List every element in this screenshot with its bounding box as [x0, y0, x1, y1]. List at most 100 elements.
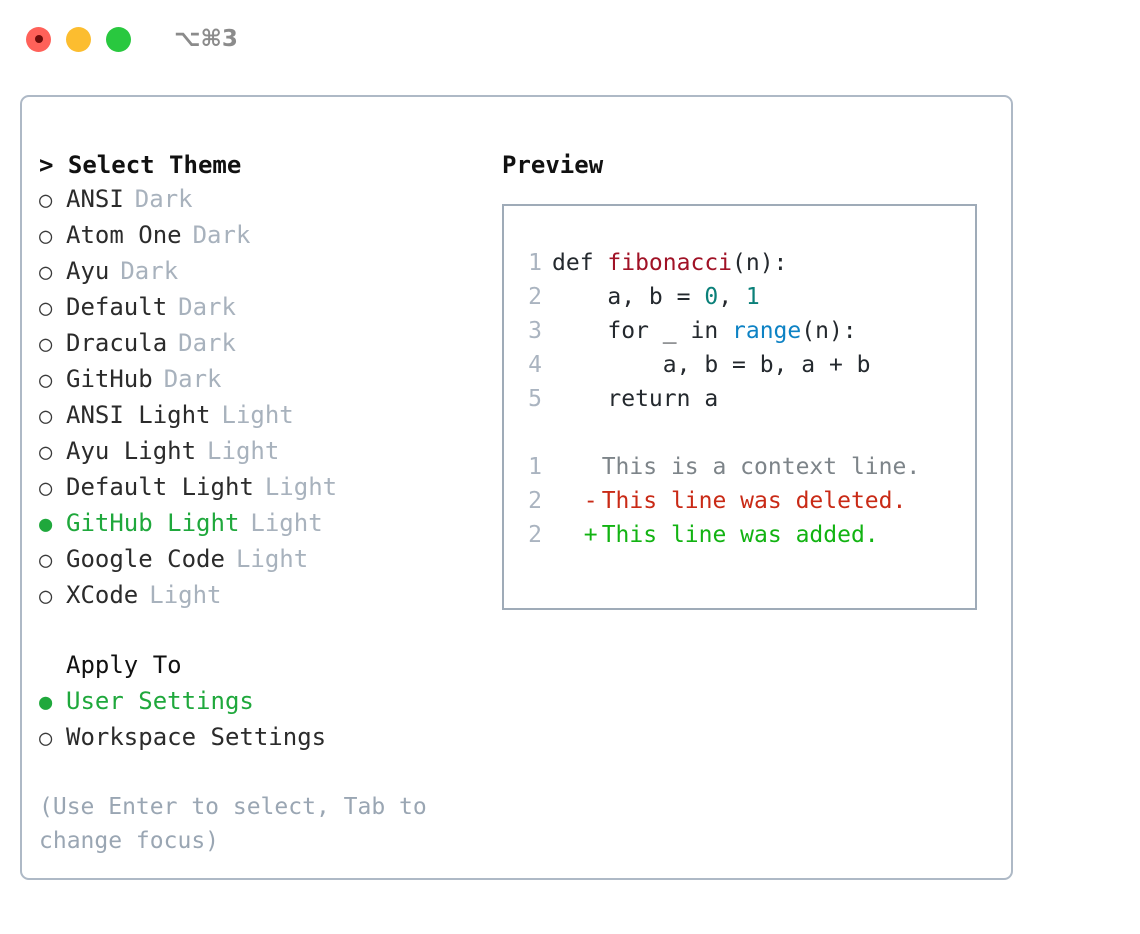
theme-option-default[interactable]: ○ Default Dark — [39, 290, 469, 326]
code-line-content: a, b = 0, 1 — [552, 280, 759, 314]
theme-option-variant-tag: Light — [264, 473, 338, 501]
theme-option-label: XCode — [66, 581, 139, 609]
code-token-plain: , — [718, 284, 746, 310]
code-line-number: 1 — [528, 250, 542, 276]
diff-sign — [580, 450, 602, 484]
theme-option-ansi-light[interactable]: ○ ANSI Light Light — [39, 398, 469, 434]
diff-line-context: 1 This is a context line. — [504, 450, 975, 484]
preview-title: Preview — [502, 151, 604, 179]
diff-line-deleted: 2 -This line was deleted. — [504, 484, 975, 518]
diff-gutter-pad — [552, 484, 580, 518]
theme-option-label: Atom One — [66, 221, 182, 249]
apply-to-option-user-settings[interactable]: ● User Settings — [39, 684, 469, 720]
theme-list-heading: > Select Theme — [39, 151, 242, 179]
diff-line-number: 2 — [528, 522, 542, 548]
radio-unselected-icon: ○ — [39, 332, 53, 357]
theme-option-variant-tag: Dark — [192, 221, 251, 249]
apply-to-list: ● User Settings ○ Workspace Settings — [39, 684, 469, 756]
code-line-number: 2 — [528, 284, 542, 310]
radio-unselected-icon: ○ — [39, 188, 53, 213]
code-line: 1 def fibonacci(n): — [504, 246, 975, 280]
theme-option-default-light[interactable]: ○ Default Light Light — [39, 470, 469, 506]
keyboard-shortcut-label: ⌥⌘3 — [174, 26, 238, 52]
code-token-plain: a, b = b, a + b — [552, 352, 871, 378]
theme-option-label: Default Light — [66, 473, 254, 501]
diff-sample: 1 This is a context line.2 -This line wa… — [504, 450, 975, 552]
radio-unselected-icon: ○ — [39, 440, 53, 465]
theme-option-xcode[interactable]: ○ XCode Light — [39, 578, 469, 614]
apply-to-option-label: Workspace Settings — [66, 723, 327, 751]
theme-option-variant-tag: Light — [207, 437, 280, 465]
theme-option-label: Default — [66, 293, 168, 321]
code-token-number: 0 — [704, 284, 719, 310]
diff-line-text: This line was added. — [601, 522, 879, 548]
radio-unselected-icon: ○ — [39, 476, 53, 501]
code-token-plain: def — [552, 250, 608, 276]
diff-sign: + — [583, 522, 598, 548]
theme-option-variant-tag: Dark — [178, 329, 236, 357]
diff-gutter-pad — [552, 450, 580, 484]
apply-to-option-workspace-settings[interactable]: ○ Workspace Settings — [39, 720, 469, 756]
code-line-content: for _ in range(n): — [552, 314, 857, 348]
minimize-button-icon[interactable] — [66, 26, 91, 52]
code-line-content: a, b = b, a + b — [552, 348, 871, 382]
code-token-plain: for _ in — [552, 318, 733, 344]
diff-line-text: This line was deleted. — [601, 488, 907, 514]
code-token-function: fibonacci — [607, 250, 733, 276]
theme-option-label: ANSI — [66, 185, 124, 213]
diff-line-number: 1 — [528, 454, 542, 480]
code-token-plain: (n): — [801, 318, 857, 344]
list-spacer — [39, 614, 469, 648]
code-line-number: 5 — [528, 386, 542, 412]
window-controls — [26, 26, 131, 52]
theme-option-variant-tag: Light — [221, 401, 294, 429]
keyboard-hint-text: (Use Enter to select, Tab to change focu… — [39, 794, 441, 854]
theme-option-variant-tag: Light — [149, 581, 222, 609]
diff-gutter-pad — [552, 518, 580, 552]
theme-option-label: Google Code — [66, 545, 225, 573]
theme-option-variant-tag: Dark — [178, 293, 236, 321]
code-line: 2 a, b = 0, 1 — [504, 280, 975, 314]
radio-selected-icon: ● — [39, 512, 53, 537]
radio-unselected-icon: ○ — [39, 260, 53, 285]
maximize-button-icon[interactable] — [106, 26, 131, 52]
theme-option-variant-tag: Dark — [134, 185, 193, 213]
diff-line-text: This is a context line. — [601, 454, 921, 480]
apply-to-option-label: User Settings — [66, 687, 254, 715]
radio-unselected-icon: ○ — [39, 584, 53, 609]
title-bar: ⌥⌘3 — [0, 0, 1140, 78]
diff-line-added: 2 +This line was added. — [504, 518, 975, 552]
code-line-content: return a — [552, 382, 718, 416]
apply-to-heading-marker: ○ — [39, 650, 66, 684]
radio-unselected-icon: ○ — [39, 726, 53, 751]
code-token-plain: (n): — [732, 250, 788, 276]
theme-option-label: ANSI Light — [66, 401, 211, 429]
radio-selected-icon: ● — [39, 690, 53, 715]
theme-option-ansi[interactable]: ○ ANSI Dark — [39, 182, 469, 218]
apply-to-heading: ○ Apply To — [39, 648, 469, 684]
code-line-number: 3 — [528, 318, 542, 344]
theme-option-variant-tag: Dark — [120, 257, 179, 285]
code-token-plain: a, b = — [552, 284, 705, 310]
radio-unselected-icon: ○ — [39, 296, 53, 321]
diff-line-number: 2 — [528, 488, 542, 514]
radio-unselected-icon: ○ — [39, 404, 53, 429]
radio-unselected-icon: ○ — [39, 368, 53, 393]
apply-to-heading-label: Apply To — [66, 651, 182, 679]
theme-option-label: GitHub Light — [66, 509, 240, 537]
close-button-icon[interactable] — [26, 26, 51, 52]
theme-option-variant-tag: Dark — [163, 365, 222, 393]
